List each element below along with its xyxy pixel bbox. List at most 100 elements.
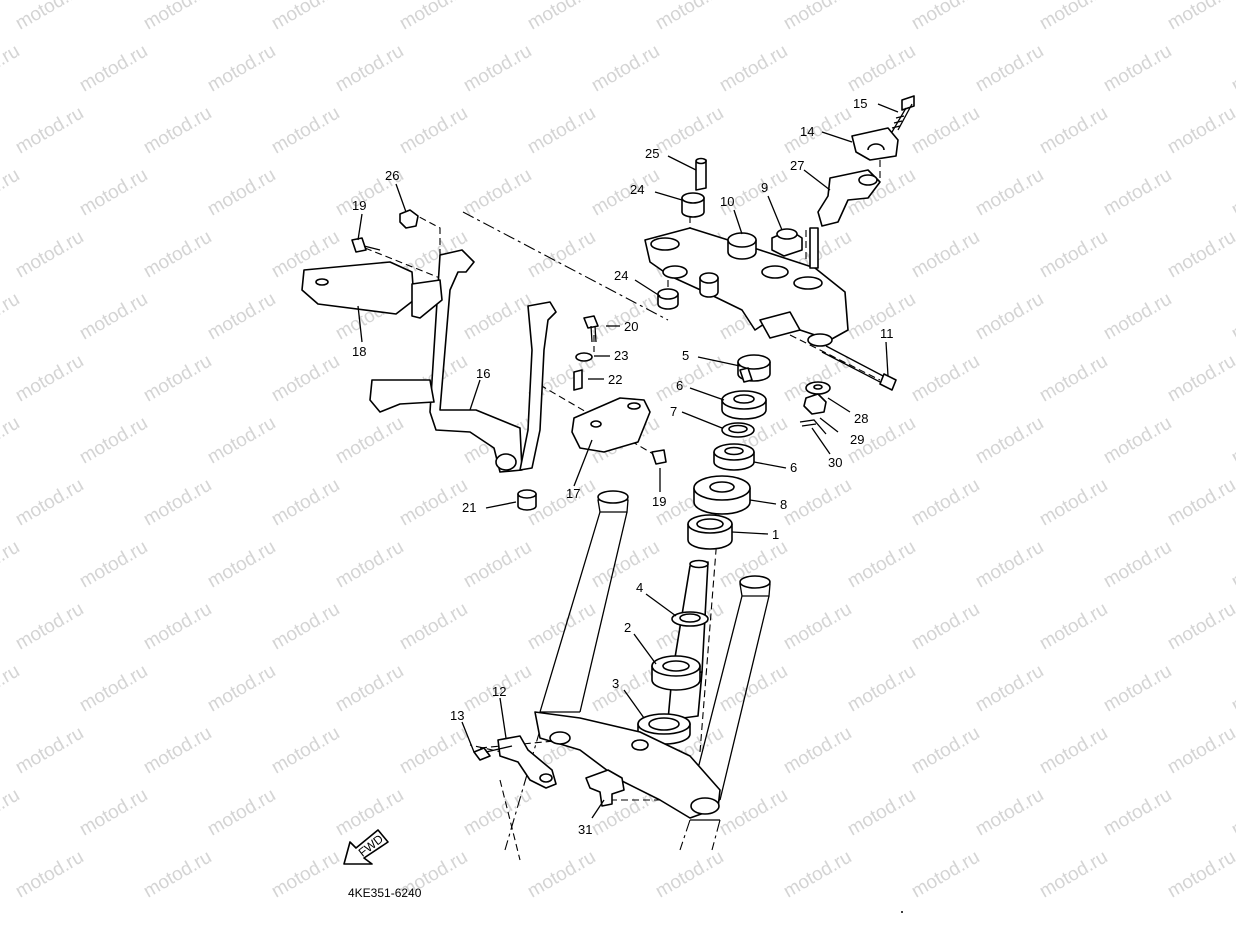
watermark-text: motod.ru bbox=[396, 475, 471, 531]
watermark-text: motod.ru bbox=[972, 41, 1047, 97]
callout-26: 26 bbox=[385, 168, 399, 183]
watermark-text: motod.ru bbox=[76, 41, 151, 97]
watermark-text: motod.ru bbox=[12, 103, 87, 159]
watermark-text: motod.ru bbox=[204, 41, 279, 97]
under-bracket bbox=[534, 711, 721, 819]
watermark-text: motod.ru bbox=[780, 723, 855, 779]
bearing-2 bbox=[651, 655, 701, 691]
watermark-text: motod.ru bbox=[12, 599, 87, 655]
watermark-text: motod.ru bbox=[972, 661, 1047, 717]
watermark-text: motod.ru bbox=[460, 41, 535, 97]
watermark-text: motod.ru bbox=[652, 351, 727, 407]
ring-nut-6-upper bbox=[721, 390, 767, 420]
watermark-text: motod.ru bbox=[1036, 103, 1111, 159]
callout-22: 22 bbox=[608, 372, 622, 387]
watermark-text: motod.ru bbox=[1164, 0, 1236, 34]
watermark-text: motod.ru bbox=[524, 227, 599, 283]
watermark-text: motod.ru bbox=[972, 785, 1047, 841]
watermark-text: motod.ru bbox=[76, 537, 151, 593]
callout-2: 2 bbox=[624, 620, 631, 635]
headlight-stay-18 bbox=[301, 261, 443, 319]
watermark-text: motod.ru bbox=[972, 289, 1047, 345]
watermark-text: motod.ru bbox=[76, 785, 151, 841]
watermark-text: motod.ru bbox=[0, 537, 23, 593]
watermark-text: motod.ru bbox=[588, 165, 663, 221]
watermark-text: motod.ru bbox=[140, 227, 215, 283]
watermark-text: motod.ru bbox=[268, 599, 343, 655]
callout-10: 10 bbox=[720, 194, 734, 209]
callout-7: 7 bbox=[670, 404, 677, 419]
callout-9: 9 bbox=[761, 180, 768, 195]
watermark-text: motod.ru bbox=[76, 413, 151, 469]
watermark-text: motod.ru bbox=[1100, 289, 1175, 345]
cover-8 bbox=[693, 475, 751, 515]
callout-5: 5 bbox=[682, 348, 689, 363]
watermark-text: motod.ru bbox=[140, 847, 215, 903]
callout-11: 11 bbox=[880, 326, 894, 341]
callout-3: 3 bbox=[612, 676, 619, 691]
watermark-text: motod.ru bbox=[396, 599, 471, 655]
callout-14: 14 bbox=[800, 124, 814, 139]
washer-28 bbox=[805, 381, 831, 395]
bolt-11 bbox=[821, 345, 897, 391]
watermark-text: motod.ru bbox=[908, 723, 983, 779]
callout-18: 18 bbox=[352, 344, 366, 359]
watermark-text: motod.ru bbox=[460, 165, 535, 221]
watermark-text: motod.ru bbox=[588, 41, 663, 97]
watermark-text: motod.ru bbox=[268, 847, 343, 903]
watermark-text: motod.ru bbox=[1100, 165, 1175, 221]
bracket-31 bbox=[585, 769, 625, 807]
watermark-text: motod.ru bbox=[268, 723, 343, 779]
watermark-text: motod.ru bbox=[12, 847, 87, 903]
leader-lines bbox=[357, 103, 899, 819]
watermark-text: motod.ru bbox=[1036, 847, 1111, 903]
watermark-text: motod.ru bbox=[332, 413, 407, 469]
watermark-text: motod.ru bbox=[76, 289, 151, 345]
collar-21 bbox=[517, 489, 537, 511]
diagram-code: 4KE351-6240 bbox=[348, 886, 422, 900]
callout-4: 4 bbox=[636, 580, 643, 595]
watermark-text: motod.ru bbox=[76, 165, 151, 221]
watermark-text: motod.ru bbox=[1228, 785, 1236, 841]
watermark-text: motod.ru bbox=[716, 785, 791, 841]
watermark-text: motod.ru bbox=[908, 103, 983, 159]
watermark-text: motod.ru bbox=[332, 785, 407, 841]
callout-6-lower: 6 bbox=[790, 460, 797, 475]
callout-24: 24 bbox=[630, 182, 644, 197]
nut-26 bbox=[399, 209, 419, 229]
bushing-24-upper bbox=[681, 192, 705, 218]
watermark-text: motod.ru bbox=[1100, 413, 1175, 469]
watermark-text: motod.ru bbox=[908, 227, 983, 283]
watermark-text: motod.ru bbox=[1100, 41, 1175, 97]
watermark-text: motod.ru bbox=[588, 289, 663, 345]
watermark-text: motod.ru bbox=[140, 351, 215, 407]
watermark-text: motod.ru bbox=[1164, 227, 1236, 283]
watermark-text: motod.ru bbox=[268, 475, 343, 531]
watermark-text: motod.ru bbox=[780, 847, 855, 903]
bolt-19-lower bbox=[651, 449, 667, 465]
watermark-text: motod.ru bbox=[204, 661, 279, 717]
washer-5 bbox=[737, 354, 771, 383]
callout-19-upper: 19 bbox=[352, 198, 366, 213]
watermark-text: motod.ru bbox=[844, 41, 919, 97]
watermark-text: motod.ru bbox=[844, 537, 919, 593]
watermark-text: motod.ru bbox=[972, 165, 1047, 221]
nut-9 bbox=[771, 228, 803, 257]
watermark-text: motod.ru bbox=[1164, 475, 1236, 531]
watermark-text: motod.ru bbox=[396, 723, 471, 779]
watermark-text: motod.ru bbox=[1228, 41, 1236, 97]
callout-27: 27 bbox=[790, 158, 804, 173]
hose-holder-12 bbox=[497, 735, 557, 789]
watermark-text: motod.ru bbox=[1228, 289, 1236, 345]
ring-nut-6-lower bbox=[713, 443, 755, 471]
watermark-text: motod.ru bbox=[1100, 785, 1175, 841]
watermark-text: motod.ru bbox=[524, 0, 599, 34]
watermark-text: motod.ru bbox=[140, 103, 215, 159]
speck bbox=[901, 911, 903, 913]
watermark-text: motod.ru bbox=[12, 723, 87, 779]
watermark-text: motod.ru bbox=[1036, 351, 1111, 407]
watermark-text: motod.ru bbox=[524, 599, 599, 655]
watermark-text: motod.ru bbox=[12, 475, 87, 531]
